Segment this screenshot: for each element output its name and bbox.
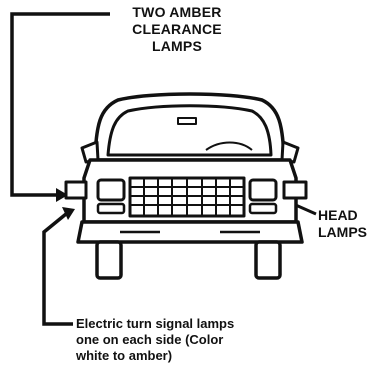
windshield xyxy=(108,106,271,155)
truck xyxy=(66,94,306,278)
turn-label-line1: Electric turn signal lamps xyxy=(76,316,234,332)
turn-signal-leader-arrow xyxy=(44,207,75,324)
right-turn-signal-lamp xyxy=(250,204,276,213)
left-turn-signal-lamp xyxy=(98,204,124,213)
left-clearance-lamp xyxy=(66,182,86,198)
right-tire xyxy=(256,242,280,278)
right-headlamp xyxy=(250,180,276,200)
right-clearance-lamp xyxy=(284,182,306,198)
roof-marker xyxy=(178,118,196,124)
left-tire xyxy=(97,242,121,278)
clearance-label-line1: TWO AMBER xyxy=(112,4,242,21)
head-label-line2: LAMPS xyxy=(318,224,367,241)
bumper xyxy=(78,222,302,242)
grille xyxy=(130,178,244,216)
turn-signal-lamps-label: Electric turn signal lamps one on each s… xyxy=(76,316,234,364)
clearance-lamps-label: TWO AMBER CLEARANCE LAMPS xyxy=(112,4,242,55)
left-headlamp xyxy=(98,180,124,200)
turn-label-line3: white to amber) xyxy=(76,348,234,364)
head-lamps-label: HEAD LAMPS xyxy=(318,207,367,241)
clearance-label-line3: LAMPS xyxy=(112,38,242,55)
head-label-line1: HEAD xyxy=(318,207,367,224)
clearance-label-line2: CLEARANCE xyxy=(112,21,242,38)
turn-label-line2: one on each side (Color xyxy=(76,332,234,348)
